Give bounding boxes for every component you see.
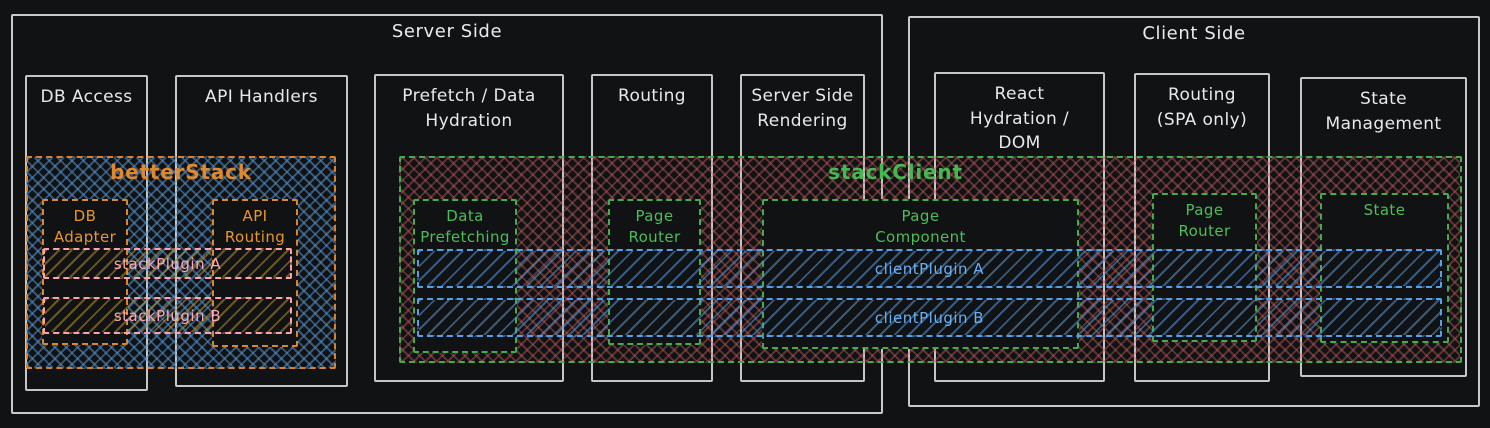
server-side-title: Server Side <box>391 21 503 42</box>
bar-stackplugin-b: stackPlugin B <box>43 297 292 334</box>
column-prefetch-data-hydration: Prefetch / Data Hydration <box>374 74 564 382</box>
column-routing-spa-only: Routing (SPA only) <box>1134 73 1270 382</box>
column-routing-server: Routing <box>591 74 713 382</box>
column-react-hydration-dom: React Hydration / DOM <box>934 72 1105 382</box>
client-side-title: Client Side <box>1142 23 1246 44</box>
bar-stackplugin-a: stackPlugin A <box>43 248 292 279</box>
stackclient-label: stackClient <box>828 160 963 184</box>
bar-clientplugin-b: clientPlugin B <box>417 298 1442 337</box>
bar-clientplugin-a: clientPlugin A <box>417 249 1442 288</box>
column-state-management: State Management <box>1300 77 1467 377</box>
betterstack-label: betterStack <box>110 160 252 184</box>
